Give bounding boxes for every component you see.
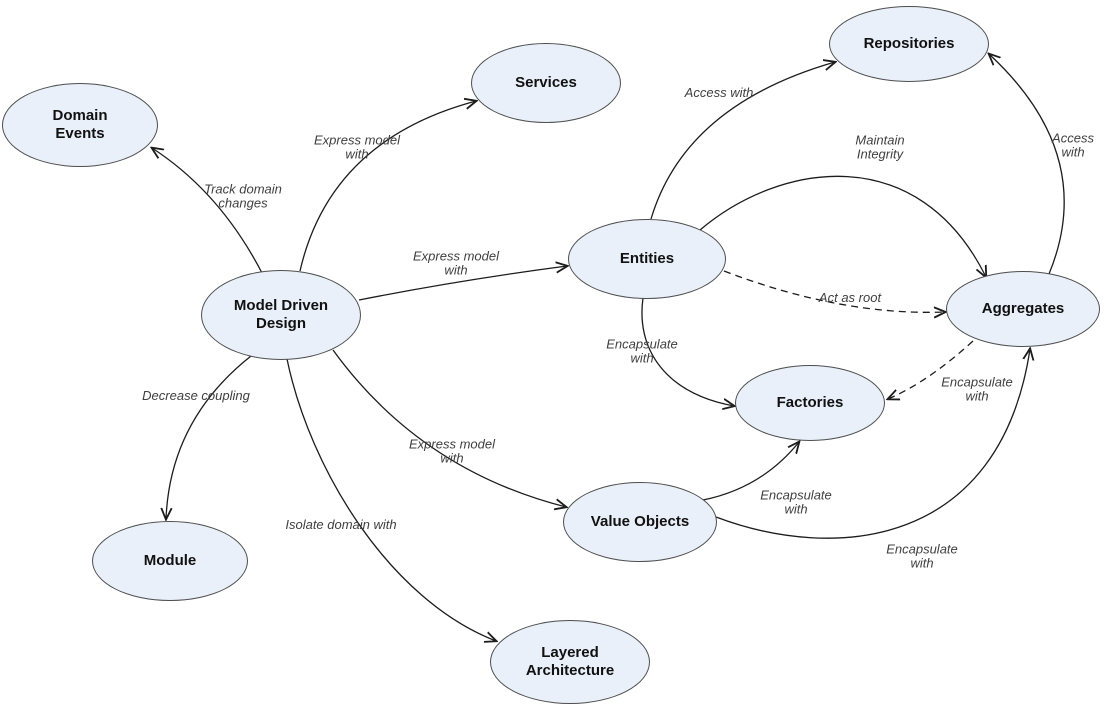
node-aggregates: Aggregates — [946, 271, 1100, 347]
edge-value-objects-to-aggregates — [715, 349, 1030, 539]
node-layered-architecture: Layered Architecture — [490, 620, 650, 704]
edge-entities-to-aggregates-maintain-integrity — [699, 175, 986, 277]
edge-mdd-to-entities — [358, 266, 567, 301]
node-label-value-objects: Value Objects — [590, 513, 690, 530]
edge-mdd-to-domain-events — [152, 148, 263, 274]
node-label-repositories: Repositories — [863, 35, 955, 52]
edge-label-track-domain-changes: Track domain changes — [204, 181, 282, 211]
edge-label-encapsulate-aggregates-factories: Encapsulate with — [941, 374, 1013, 404]
node-value-objects: Value Objects — [563, 482, 717, 562]
node-label-services: Services — [515, 74, 577, 91]
edge-label-encapsulate-entities-factories: Encapsulate with — [606, 336, 678, 366]
edge-label-maintain-integrity: Maintain Integrity — [855, 132, 905, 162]
edge-label-express-model-entities: Express model with — [413, 248, 499, 278]
node-label-entities: Entities — [619, 250, 675, 267]
edge-aggregates-to-repositories — [989, 54, 1065, 275]
node-label-factories: Factories — [776, 394, 844, 411]
node-domain-events: Domain Events — [2, 83, 158, 167]
node-factories: Factories — [735, 365, 885, 441]
node-label-module: Module — [143, 552, 197, 569]
edge-label-encapsulate-value-objects-factories: Encapsulate with — [760, 487, 832, 517]
edge-label-act-as-root: Act as root — [818, 289, 882, 305]
node-label-model-driven-design: Model Driven Design — [233, 297, 329, 332]
edge-label-access-with-entities: Access with — [684, 84, 754, 100]
node-repositories: Repositories — [829, 6, 989, 82]
edge-entities-to-factories — [641, 297, 734, 406]
node-label-aggregates: Aggregates — [981, 300, 1065, 317]
edge-mdd-to-module — [166, 355, 252, 519]
edge-entities-to-repositories — [650, 62, 835, 220]
edge-mdd-to-value-objects — [332, 349, 566, 507]
edge-label-express-model-value-objects: Express model with — [409, 436, 495, 466]
edge-label-express-model-services: Express model with — [314, 132, 400, 162]
edge-mdd-to-services — [299, 101, 476, 272]
edge-label-encapsulate-value-objects-aggregates: Encapsulate with — [886, 541, 958, 571]
edge-label-decrease-coupling: Decrease coupling — [142, 387, 250, 403]
edge-aggregates-to-factories — [888, 340, 974, 399]
edge-value-objects-to-factories — [702, 442, 799, 501]
node-entities: Entities — [568, 219, 726, 299]
node-label-domain-events: Domain Events — [52, 107, 108, 142]
node-label-layered-architecture: Layered Architecture — [525, 644, 615, 679]
edge-label-isolate-domain-with: Isolate domain with — [285, 516, 397, 532]
edge-mdd-to-layered-architecture — [286, 358, 496, 641]
edge-label-access-with-aggregates: Access with — [1052, 130, 1094, 160]
node-services: Services — [471, 43, 621, 123]
node-module: Module — [92, 521, 248, 601]
node-model-driven-design: Model Driven Design — [201, 270, 361, 360]
